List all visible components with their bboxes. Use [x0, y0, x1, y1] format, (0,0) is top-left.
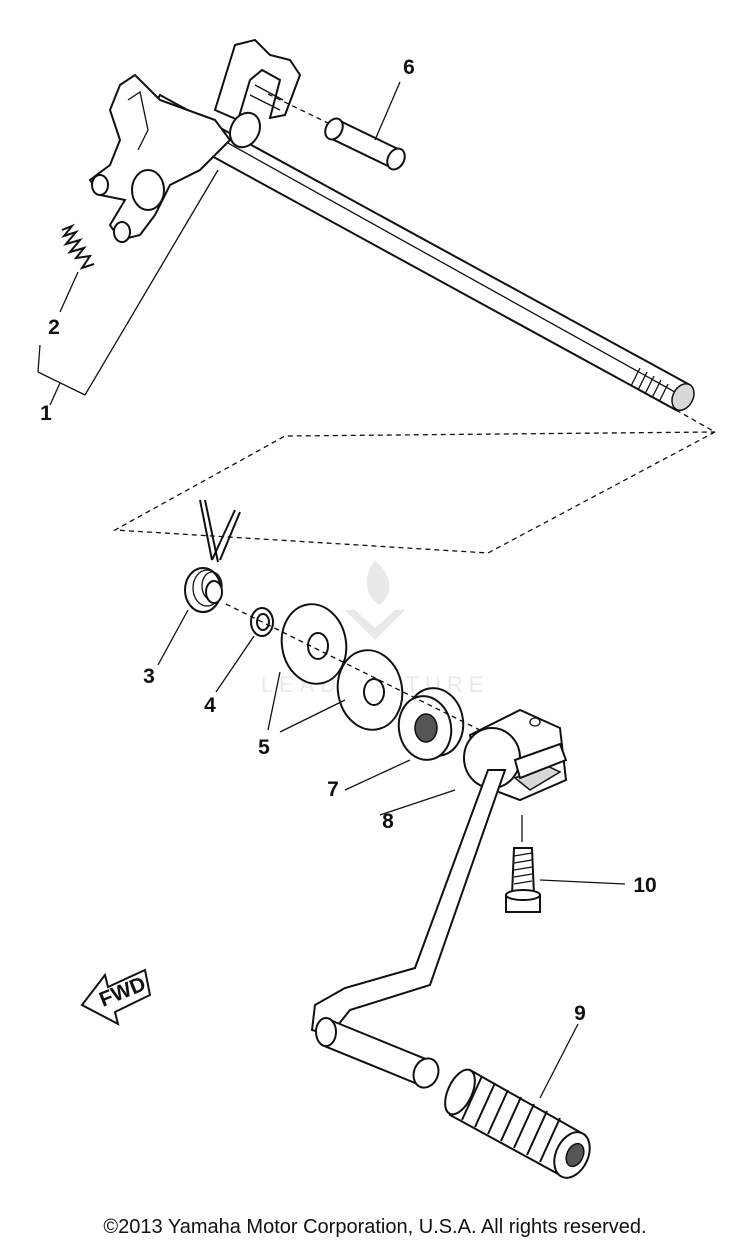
part-5-washers — [267, 603, 404, 733]
part-8-shift-pedal — [310, 708, 568, 1089]
callout-5: 5 — [258, 736, 270, 759]
copyright-notice: ©2013 Yamaha Motor Corporation, U.S.A. A… — [103, 1216, 647, 1238]
callout-4: 4 — [204, 694, 216, 717]
callout-2: 2 — [48, 316, 60, 339]
part-1-bracket — [37, 169, 219, 406]
callout-10: 10 — [633, 874, 656, 897]
part-6-pin — [267, 81, 406, 171]
part-7-oil-seal — [344, 687, 465, 791]
part-9-peg-rubber — [444, 1023, 591, 1179]
callout-8: 8 — [382, 810, 394, 833]
callout-9: 9 — [574, 1002, 586, 1025]
part-2-spring — [59, 223, 95, 313]
shift-shaft-assembly — [88, 38, 695, 412]
part-3-torsion-spring — [157, 499, 241, 666]
callout-6-top: 6 — [403, 56, 415, 79]
part-10-bolt — [505, 815, 626, 913]
callout-7: 7 — [327, 778, 339, 801]
assembly-dashed-outline — [112, 409, 716, 554]
assembly-axis — [225, 603, 501, 741]
callout-1: 1 — [40, 402, 52, 425]
fwd-arrow: FWD — [80, 968, 152, 1026]
callout-3: 3 — [143, 665, 155, 688]
